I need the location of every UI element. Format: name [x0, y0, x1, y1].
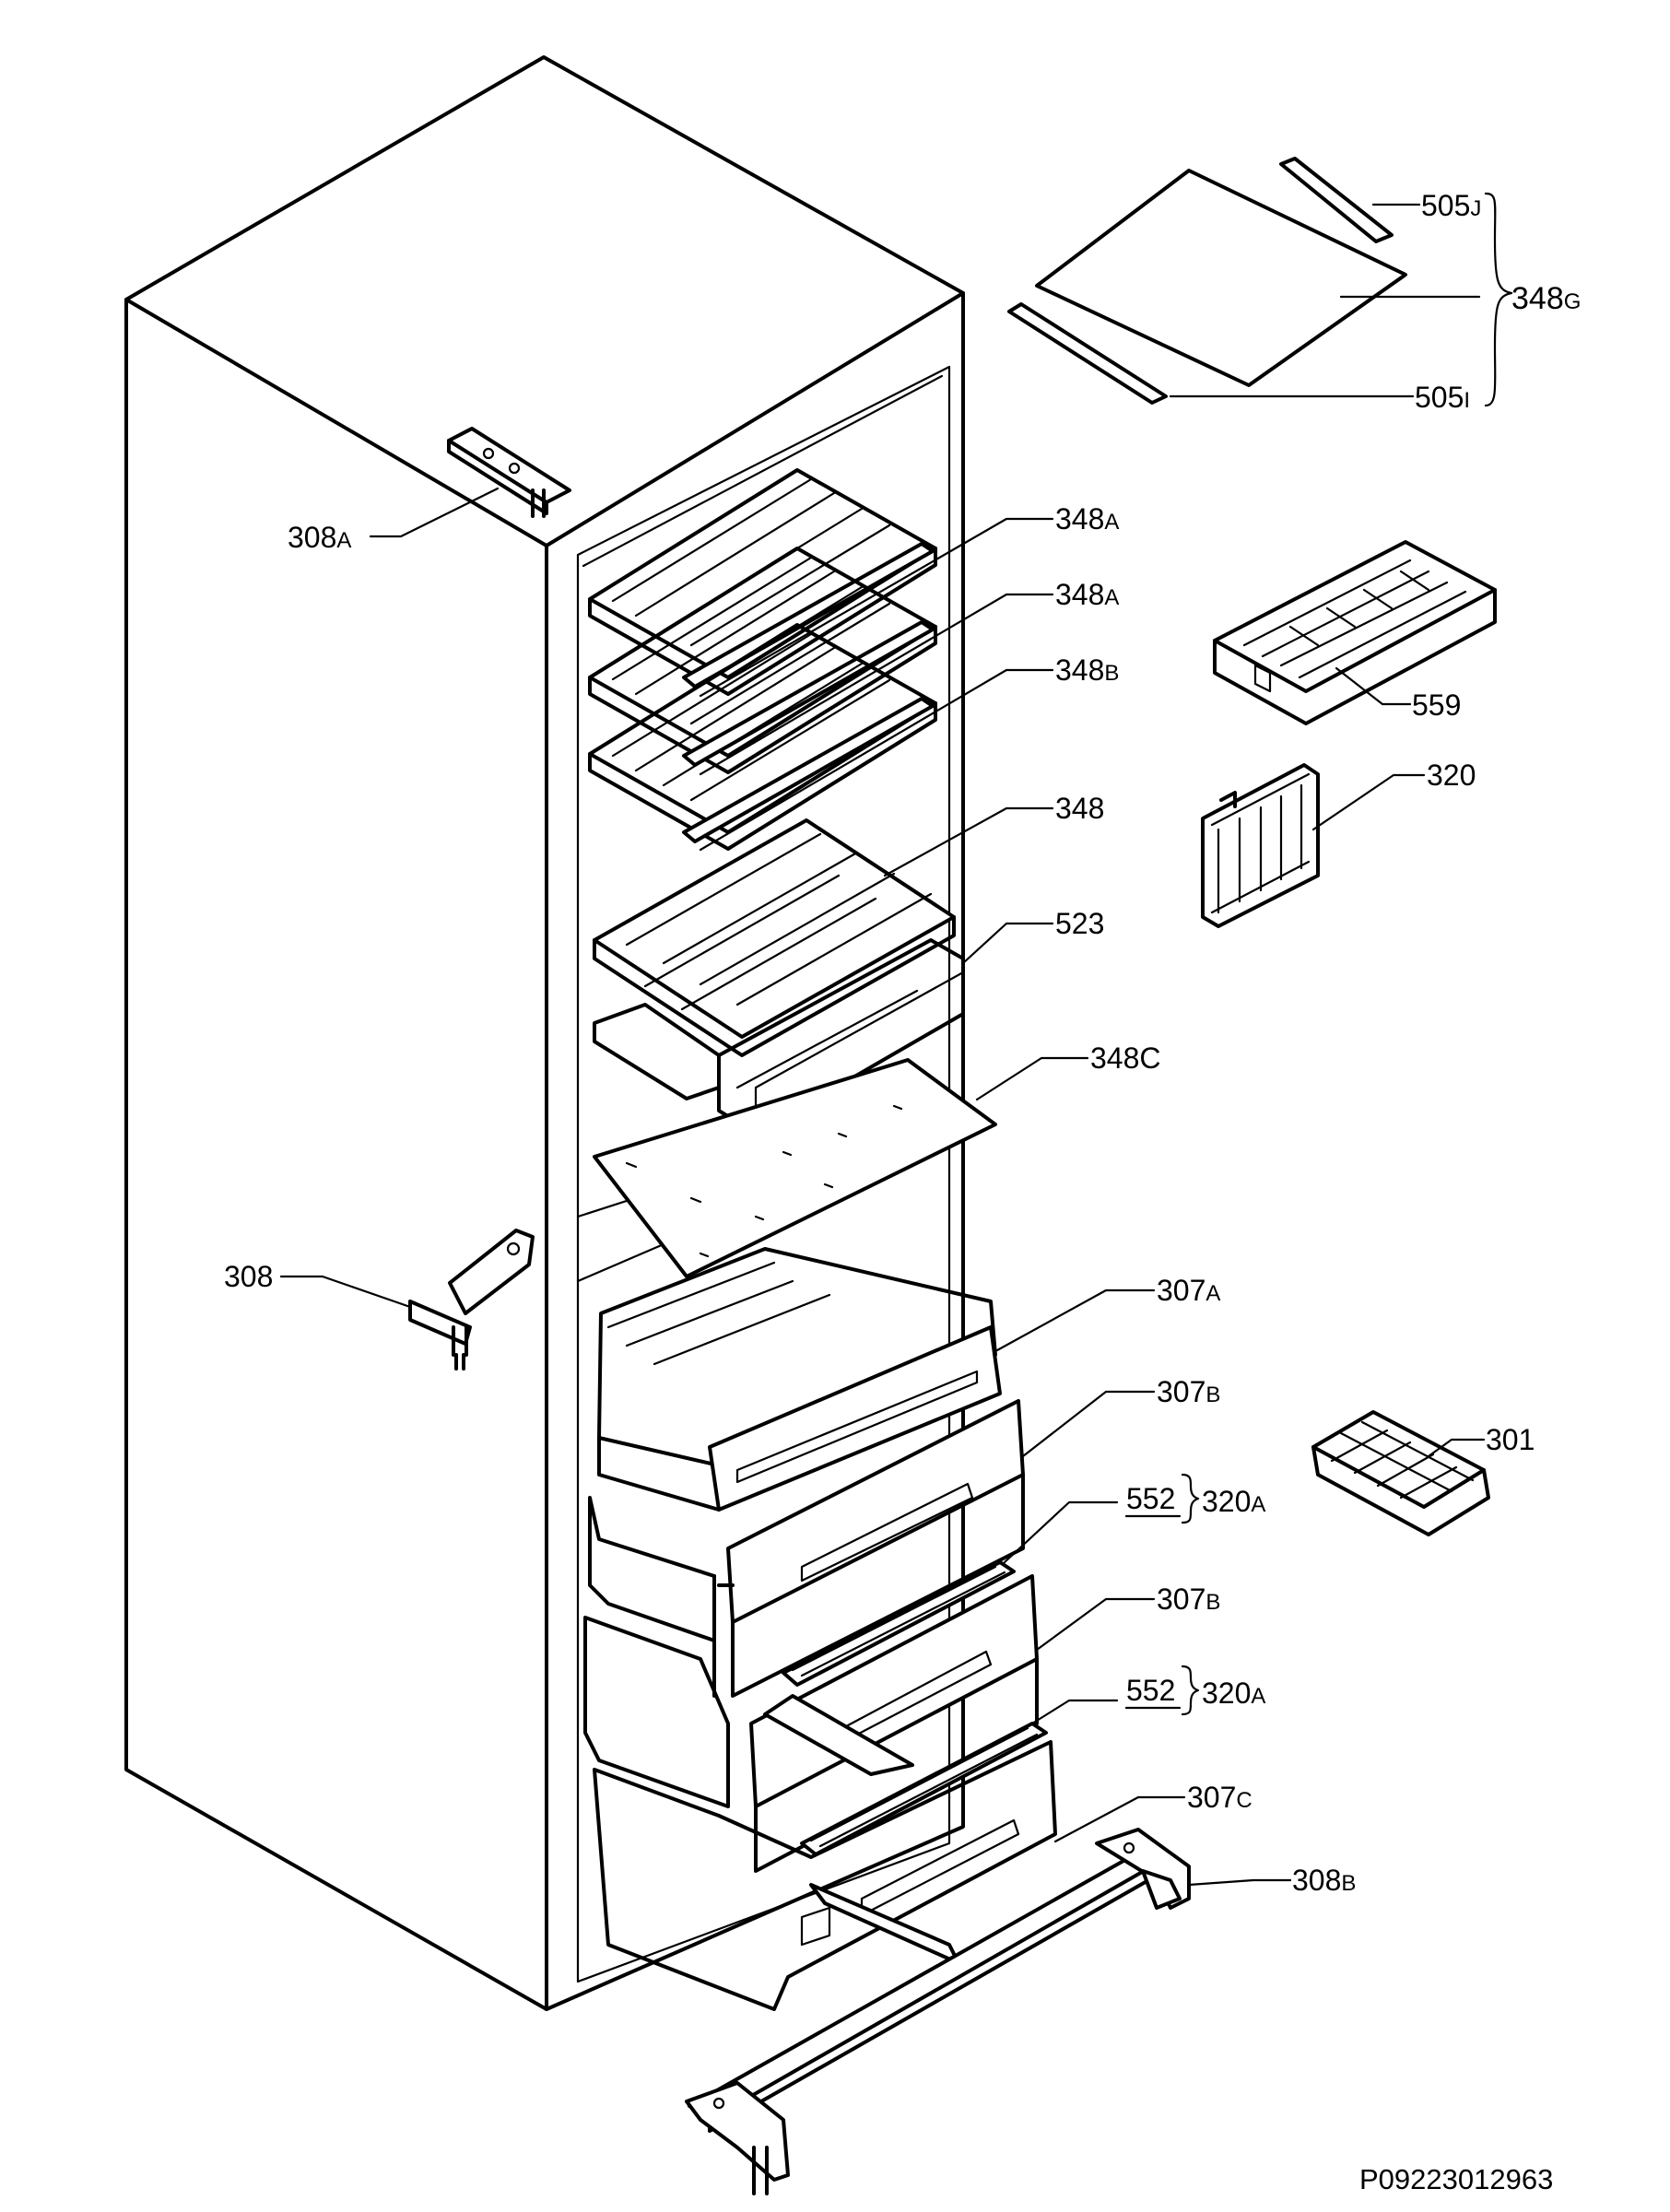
label-552-1: 552 [1126, 1482, 1175, 1515]
label-307a: 307A [1157, 1274, 1220, 1307]
svg-text:308: 308 [224, 1260, 273, 1293]
svg-text:348C: 348C [1090, 1041, 1161, 1075]
svg-text:308A: 308A [288, 521, 351, 554]
freezer-drawer-middle [588, 1399, 1025, 1698]
label-505i: 505I [1415, 381, 1470, 414]
svg-text:523: 523 [1055, 907, 1104, 940]
leader-lines [279, 203, 1486, 1887]
brace-320a-upper [1181, 1473, 1200, 1524]
svg-text:505J: 505J [1421, 189, 1481, 222]
freezer-shelf-middle [588, 547, 937, 774]
label-552-2: 552 [1126, 1674, 1175, 1707]
drawer-cover-upper [782, 1560, 1016, 1687]
glass-shelf [593, 1058, 997, 1278]
svg-text:320A: 320A [1202, 1485, 1265, 1518]
freezer-shelf-upper [588, 468, 937, 696]
label-505j: 505J [1421, 189, 1481, 222]
label-348a-1: 348A [1055, 502, 1119, 535]
brace-320a-lower [1181, 1665, 1200, 1716]
label-308a: 308A [288, 521, 351, 554]
label-348g: 348G [1511, 281, 1581, 316]
svg-text:307A: 307A [1157, 1274, 1220, 1307]
drawer-shelf-frame [593, 818, 956, 1057]
glass-shelf-assembly [1007, 157, 1407, 405]
svg-text:348A: 348A [1055, 578, 1119, 611]
brace-348g [1484, 192, 1513, 407]
svg-text:348G: 348G [1511, 281, 1581, 316]
shelf-tray [593, 938, 965, 1135]
label-348a-2: 348A [1055, 578, 1119, 611]
svg-text:552: 552 [1126, 1674, 1175, 1707]
label-348c: 348C [1090, 1041, 1161, 1075]
svg-text:348B: 348B [1055, 653, 1119, 687]
label-307b-2: 307B [1157, 1583, 1220, 1616]
label-320a-2: 320A [1202, 1677, 1265, 1710]
svg-text:552: 552 [1126, 1482, 1175, 1515]
top-hinge [447, 427, 571, 518]
svg-text:307C: 307C [1187, 1781, 1252, 1814]
middle-hinge [408, 1229, 535, 1371]
svg-text:301: 301 [1486, 1423, 1535, 1456]
drawing-code: P09223012963 [1359, 2163, 1553, 2195]
label-307c: 307C [1187, 1781, 1252, 1814]
label-301: 301 [1486, 1423, 1535, 1456]
drawer-cover-lower [800, 1722, 1048, 1856]
label-348: 348 [1055, 792, 1104, 825]
freezer-shelf-lower [588, 623, 937, 851]
svg-text:308B: 308B [1292, 1864, 1356, 1897]
label-320: 320 [1427, 759, 1476, 792]
svg-text:307B: 307B [1157, 1583, 1220, 1616]
svg-text:P09223012963: P09223012963 [1359, 2163, 1553, 2195]
air-vent-cover [1201, 763, 1320, 928]
svg-text:559: 559 [1412, 688, 1461, 722]
svg-text:505I: 505I [1415, 381, 1470, 414]
label-559: 559 [1412, 688, 1461, 722]
svg-text:307B: 307B [1157, 1375, 1220, 1408]
svg-text:348A: 348A [1055, 502, 1119, 535]
ice-cube-tray [1311, 1410, 1490, 1536]
label-308b: 308B [1292, 1864, 1356, 1897]
label-320a-1: 320A [1202, 1485, 1265, 1518]
svg-text:320: 320 [1427, 759, 1476, 792]
label-307b-1: 307B [1157, 1375, 1220, 1408]
svg-text:348: 348 [1055, 792, 1104, 825]
svg-text:320A: 320A [1202, 1677, 1265, 1710]
freezer-drawer-top [597, 1247, 1002, 1512]
label-308: 308 [224, 1260, 273, 1293]
label-348b: 348B [1055, 653, 1119, 687]
ice-tray-cover [1213, 540, 1497, 725]
label-523: 523 [1055, 907, 1104, 940]
cabinet-body [124, 55, 965, 2011]
bottom-hinge-rail [685, 1828, 1191, 2195]
